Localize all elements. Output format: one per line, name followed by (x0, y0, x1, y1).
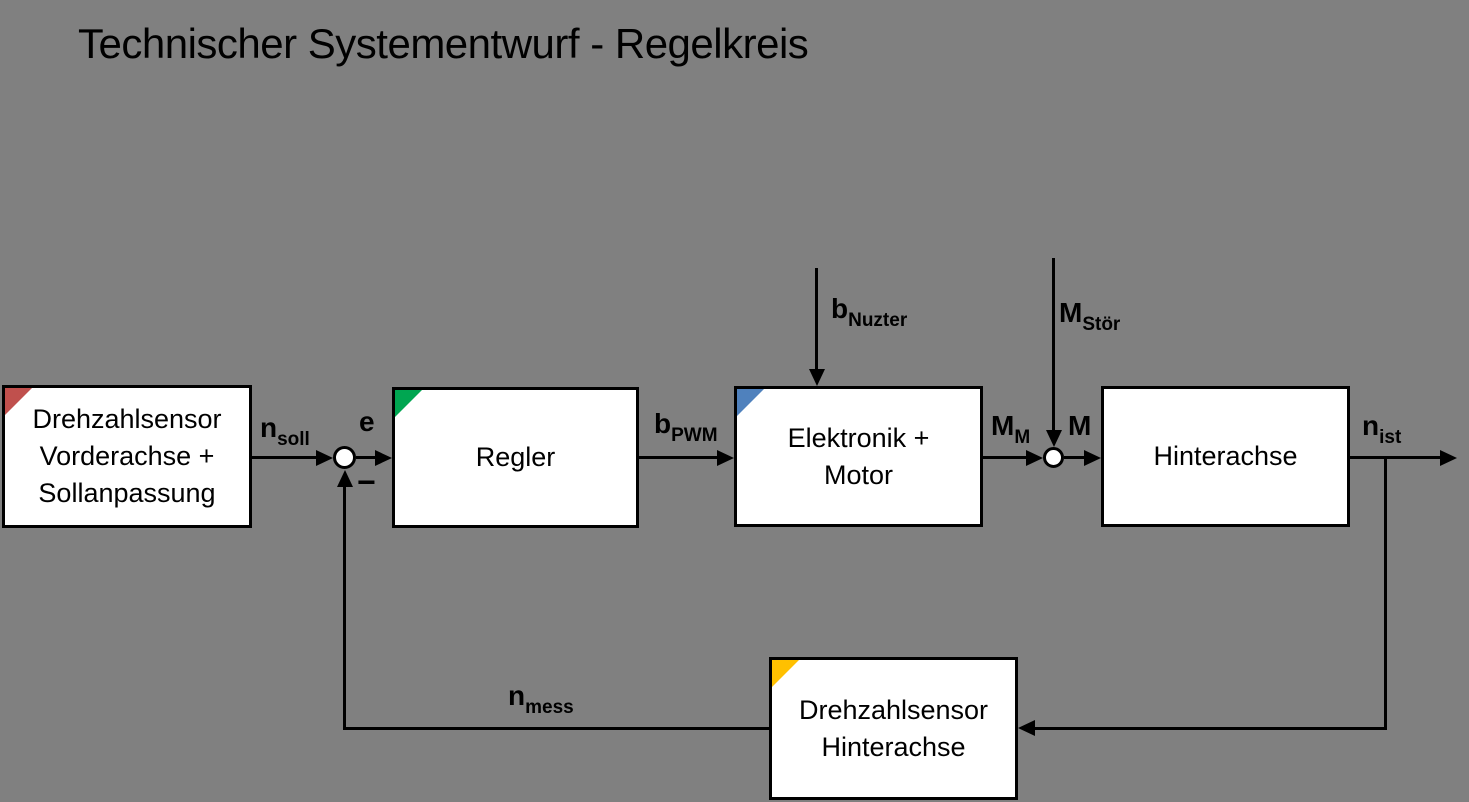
arrowhead-icon (316, 450, 333, 466)
flow-line (252, 456, 318, 459)
corner-tag-icon (737, 389, 764, 416)
disturbance-line (815, 268, 818, 370)
block-label-line: Elektronik + (787, 422, 930, 453)
page-title: Technischer Systementwurf - Regelkreis (78, 20, 809, 67)
block-electronics-motor: Elektronik + Motor (734, 386, 983, 527)
arrowhead-icon (1046, 430, 1062, 447)
corner-tag-icon (395, 390, 422, 417)
flow-line (1064, 456, 1085, 459)
arrowhead-icon (1440, 450, 1457, 466)
signal-label-n-soll: nsoll (260, 412, 310, 450)
signal-label-n-mess: nmess (508, 680, 574, 718)
feedback-line (343, 727, 769, 730)
signal-label-m: M (1068, 410, 1092, 441)
arrowhead-icon (1026, 450, 1043, 466)
block-rear-axle: Hinterachse (1101, 386, 1350, 527)
feedback-line (1384, 458, 1387, 729)
block-label-line: Motor (823, 459, 894, 490)
corner-tag-icon (5, 388, 32, 415)
signal-label-m-m: MM (991, 410, 1031, 448)
block-label-line: Sollanpassung (38, 477, 216, 508)
flow-line (639, 456, 718, 459)
flow-line (356, 456, 377, 459)
flow-line (1350, 456, 1440, 459)
arrowhead-icon (375, 450, 392, 466)
summing-junction-torque (1043, 447, 1064, 468)
signal-label-n-ist: nist (1362, 410, 1402, 448)
signal-label-b-pwm: bPWM (654, 408, 718, 446)
arrowhead-icon (809, 369, 825, 386)
arrowhead-icon (717, 450, 734, 466)
minus-sign: − (357, 464, 376, 500)
signal-label-e: e (359, 406, 375, 437)
feedback-line (343, 487, 346, 729)
block-speed-sensor-rear: Drehzahlsensor Hinterachse (769, 657, 1018, 800)
block-label-line: Vorderachse + (39, 441, 215, 472)
arrowhead-icon (337, 470, 353, 487)
block-label-line: Hinterachse (821, 731, 966, 762)
block-speed-sensor-front: Drehzahlsensor Vorderachse + Sollanpassu… (2, 385, 252, 528)
feedback-line (1035, 727, 1387, 730)
block-label-line: Hinterachse (1153, 441, 1298, 472)
flow-line (983, 456, 1027, 459)
block-label-line: Drehzahlsensor (32, 404, 222, 435)
block-label-line: Regler (475, 442, 556, 473)
arrowhead-icon (1018, 720, 1035, 736)
disturbance-line (1052, 258, 1055, 431)
signal-label-m-stoer: MStör (1059, 297, 1121, 335)
arrowhead-icon (1084, 450, 1101, 466)
block-label-line: Drehzahlsensor (798, 694, 989, 725)
corner-tag-icon (772, 660, 799, 687)
signal-label-b-nuzter: bNuzter (831, 293, 908, 331)
block-controller: Regler (392, 387, 639, 528)
summing-junction-error (333, 446, 356, 469)
